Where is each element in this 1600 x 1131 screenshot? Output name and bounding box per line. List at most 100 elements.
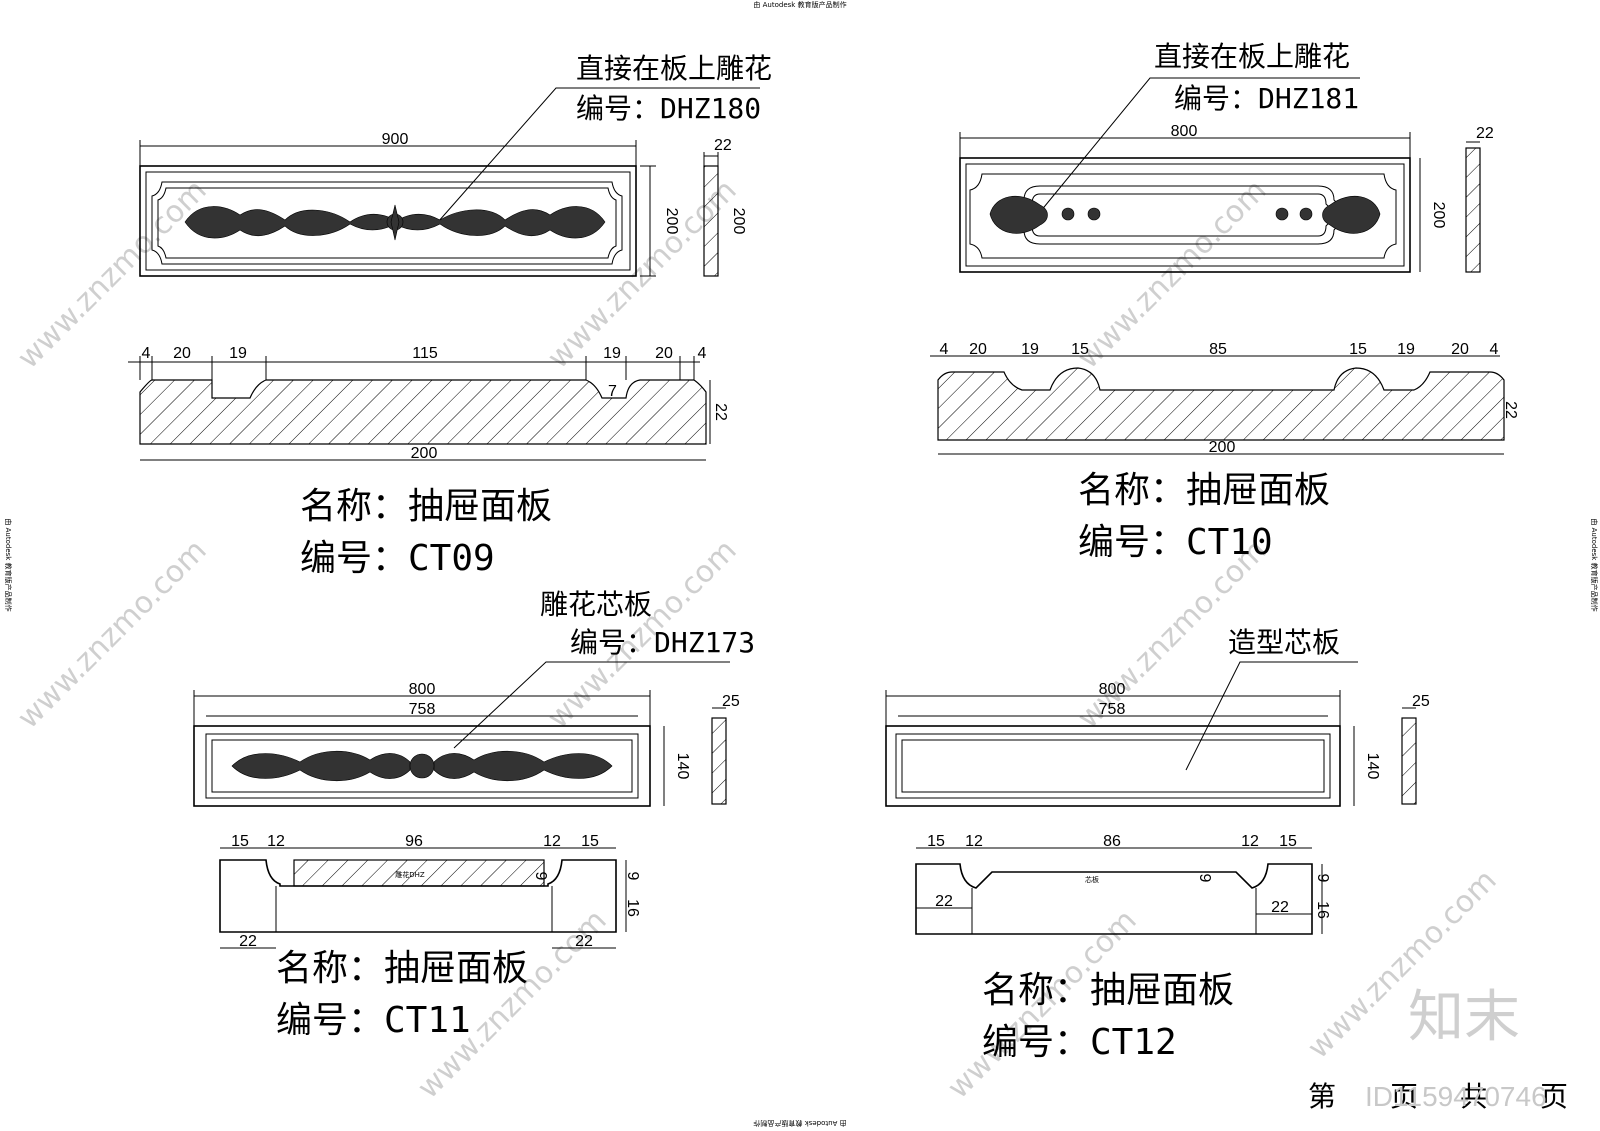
name-label: 名称：抽屉面板: [982, 970, 1234, 1011]
dim-w1: 22: [935, 893, 953, 910]
autodesk-note-bottom: 由 Autodesk 教育版产品制作: [753, 1119, 846, 1128]
dim-width: 800: [409, 681, 436, 698]
footer-ye2: 页: [1540, 1080, 1568, 1113]
dim-seg: 15: [1349, 341, 1367, 358]
dim-seg: 96: [405, 833, 423, 850]
dim-h1: 9: [624, 872, 641, 881]
dim-side-thick: 22: [1476, 125, 1494, 142]
dim-seg: 19: [1021, 341, 1039, 358]
panel-ct11: 雕花芯板 编号：DHZ173 800 758 25 140 15 12 96 1…: [193, 588, 755, 1041]
callout-code: 编号：DHZ173: [570, 626, 755, 659]
panel-ct09: 直接在板上雕花 编号：DHZ180 900 22 200 200: [128, 52, 772, 579]
dim-height: 200: [1430, 202, 1447, 229]
autodesk-note-top: 由 Autodesk 教育版产品制作: [753, 0, 846, 9]
front-view: [139, 165, 637, 277]
id-watermark: ID1159470746: [1365, 1081, 1547, 1112]
panel-ct12: 造型芯板 800 758 25 140 15 12 86 12 15 芯板 9 …: [885, 626, 1430, 1063]
callout-title: 造型芯板: [1228, 626, 1340, 659]
dim-seg: 19: [1397, 341, 1415, 358]
side-view: [1465, 147, 1481, 273]
code-label: 编号：CT12: [982, 1022, 1177, 1063]
molding-frame: [151, 181, 623, 265]
callout-title: 直接在板上雕花: [576, 52, 772, 85]
section-tag: 芯板: [1085, 875, 1099, 884]
dim-height: 140: [1364, 753, 1381, 780]
dim-w2: 22: [1271, 899, 1289, 916]
dim-section-thick: 22: [712, 403, 729, 421]
dim-side-thick: 25: [722, 693, 740, 710]
dim-seg: 15: [927, 833, 945, 850]
section-profile: [219, 859, 617, 933]
dim-seg: 12: [965, 833, 983, 850]
dim-seg: 12: [267, 833, 285, 850]
dim-seg: 19: [603, 345, 621, 362]
dim-width: 800: [1099, 681, 1126, 698]
callout-title: 直接在板上雕花: [1154, 40, 1350, 73]
dim-seg: 20: [655, 345, 673, 362]
dim-width: 800: [1171, 123, 1198, 140]
dim-height: 200: [663, 208, 680, 235]
dim-seg: 15: [1279, 833, 1297, 850]
side-view: [703, 165, 719, 277]
callout-title: 雕花芯板: [540, 588, 652, 621]
dim-seg: 86: [1103, 833, 1121, 850]
dim-seg: 19: [229, 345, 247, 362]
callout-code: 编号：DHZ180: [576, 92, 761, 125]
dim-seg: 20: [969, 341, 987, 358]
dim-seg: 85: [1209, 341, 1227, 358]
dim-h3: 16: [1314, 901, 1331, 919]
dim-h1: 9: [1314, 874, 1331, 883]
molding-frame: [969, 173, 1397, 259]
carving-ornament: [184, 204, 606, 241]
dim-width: 900: [382, 131, 409, 148]
dim-seg: 4: [142, 345, 151, 362]
front-view: [193, 725, 651, 807]
dim-side-thick: 25: [1412, 693, 1430, 710]
section-profile: [139, 379, 707, 445]
callout-code: 编号：DHZ181: [1174, 82, 1359, 115]
dim-h2: 9: [1196, 874, 1213, 883]
name-label: 名称：抽屉面板: [276, 948, 528, 989]
carving-ornament: [231, 750, 613, 782]
dim-w2: 22: [575, 933, 593, 950]
dim-seg: 20: [173, 345, 191, 362]
front-view: [885, 725, 1341, 807]
code-label: 编号：CT09: [300, 538, 495, 579]
panel-ct10: 直接在板上雕花 编号：DHZ181 800 22 200 4 20 19 15 …: [930, 40, 1519, 563]
section-tag: 雕花DHZ: [395, 870, 425, 879]
side-view: [1401, 717, 1417, 805]
watermark-text: www.znzmo.com: [1071, 173, 1274, 376]
dim-seg: 15: [1071, 341, 1089, 358]
dim-h2: 9: [532, 872, 549, 881]
name-label: 名称：抽屉面板: [1078, 470, 1330, 511]
dim-total: 200: [1209, 439, 1236, 456]
dim-seg: 115: [412, 345, 438, 362]
code-label: 编号：CT11: [276, 1000, 471, 1041]
dim-seg: 15: [581, 833, 599, 850]
page-footer: 第 页 共 页: [1308, 1080, 1568, 1113]
footer-gong: 共: [1460, 1080, 1488, 1113]
dim-total: 200: [411, 445, 438, 462]
footer-ye: 页: [1390, 1080, 1418, 1113]
name-label: 名称：抽屉面板: [300, 486, 552, 527]
dim-inner: 758: [409, 701, 436, 718]
side-view: [711, 717, 727, 805]
section-profile: [915, 863, 1313, 935]
dim-seg: 4: [698, 345, 707, 362]
logo-watermark: 知末: [1408, 985, 1520, 1050]
carving-ornament: [989, 196, 1381, 234]
dim-seg: 15: [231, 833, 249, 850]
dim-seg: 12: [1241, 833, 1259, 850]
leader-line: [453, 661, 730, 749]
code-label: 编号：CT10: [1078, 522, 1273, 563]
dim-side-thick: 22: [714, 137, 732, 154]
carved-core: [293, 859, 545, 887]
front-view: [959, 157, 1411, 273]
dim-inner: 758: [1099, 701, 1126, 718]
dim-seg: 4: [940, 341, 949, 358]
leader-line: [1039, 77, 1360, 213]
dim-seg: 12: [543, 833, 561, 850]
autodesk-note-right: 由 Autodesk 教育版产品制作: [1590, 518, 1599, 611]
section-profile: [937, 367, 1505, 441]
